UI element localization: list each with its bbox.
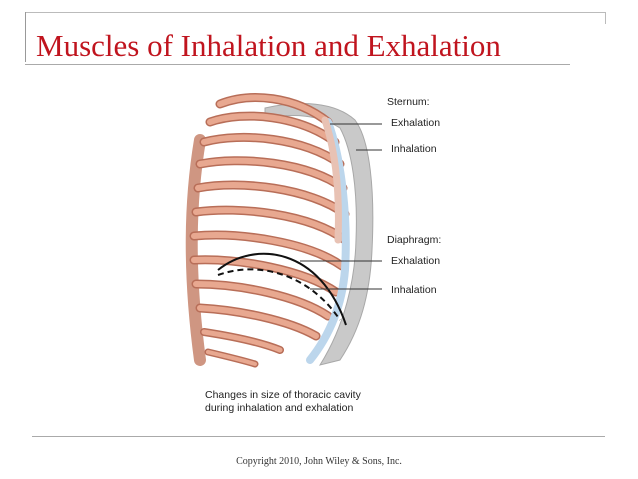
sternum-heading-label: Sternum: xyxy=(387,96,430,108)
leader-lines xyxy=(300,123,382,290)
spine xyxy=(185,134,206,366)
caption-line-2: during inhalation and exhalation xyxy=(205,402,354,414)
top-rule xyxy=(25,12,605,13)
sternum-inhalation-label: Inhalation xyxy=(391,143,437,155)
diaphragm-inhalation-curve xyxy=(217,268,341,321)
copyright-notice: Copyright 2010, John Wiley & Sons, Inc. xyxy=(236,456,402,467)
title-underline xyxy=(25,64,570,65)
sternum xyxy=(321,116,342,244)
left-rule xyxy=(25,12,26,62)
rib-cage-svg xyxy=(185,93,382,368)
costal-cartilage xyxy=(306,118,350,364)
right-rule xyxy=(605,12,606,24)
slide-title: Muscles of Inhalation and Exhalation xyxy=(36,28,501,63)
footer-rule xyxy=(32,436,605,437)
inhalation-silhouette xyxy=(264,103,374,366)
thoracic-cavity-illustration xyxy=(170,80,480,420)
diaphragm-exhalation-label: Exhalation xyxy=(391,255,441,267)
caption-line-1: Changes in size of thoracic cavity xyxy=(205,389,361,401)
diaphragm-heading-label: Diaphragm: xyxy=(387,234,442,246)
figure-caption: Changes in size of thoracic cavity durin… xyxy=(205,389,361,415)
diaphragm-inhalation-label: Inhalation xyxy=(391,284,437,296)
sternum-exhalation-label: Exhalation xyxy=(391,117,441,129)
diaphragm-exhalation-curve xyxy=(217,252,347,326)
ribs xyxy=(189,93,350,368)
